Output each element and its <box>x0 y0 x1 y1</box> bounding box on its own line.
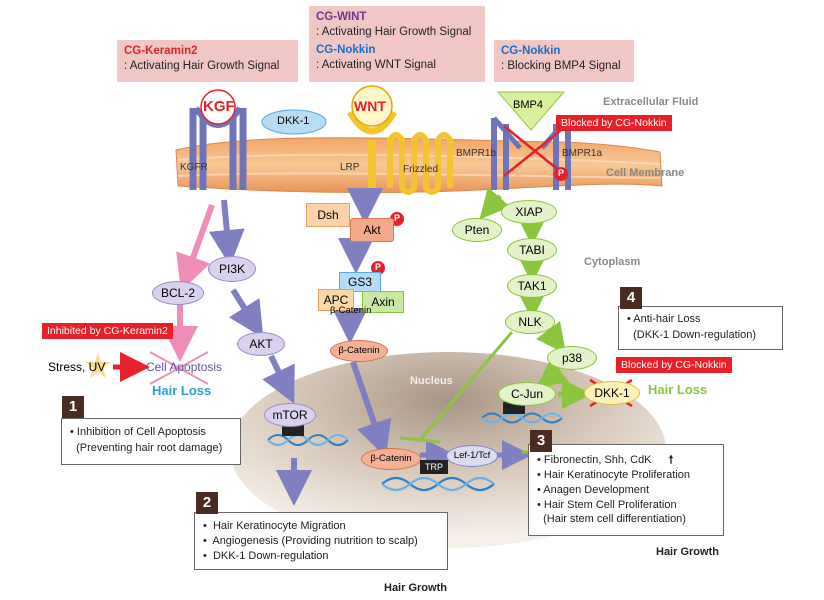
node-akt-p: Akt <box>350 218 394 242</box>
node-lef-tcf: Lef-1/Tcf <box>446 445 498 467</box>
frizzled-receptor <box>387 132 453 195</box>
node-akt: AKT <box>237 332 285 356</box>
badge-1: 1 <box>62 396 84 418</box>
bmpr1b-label: BMPR1b <box>456 148 497 159</box>
phospho-marker <box>371 261 385 275</box>
up-arrow-icon: 🠕 <box>668 454 674 466</box>
node-tak1: TAK1 <box>507 274 557 298</box>
bmp4-label: BMP4 <box>513 99 543 111</box>
cell-apoptosis-label: Cell Apoptosis <box>146 360 223 374</box>
node-apc: APC <box>318 289 354 311</box>
node-cjun: C-Jun <box>498 382 556 406</box>
badge-2: 2 <box>196 492 218 514</box>
inhibited-label-keramin: Inhibited by CG-Keramin2 <box>42 323 173 339</box>
callout-wint-nokkin: CG-WINT : Activating Hair Growth Signal … <box>309 6 485 82</box>
info-box-4: • Anti-hair Loss (DKK-1 Down-regulation) <box>618 306 783 350</box>
phospho-label: P <box>375 262 382 272</box>
hair-growth-mid: Hair Growth <box>384 582 447 594</box>
badge-3: 3 <box>530 430 552 452</box>
region-membrane: Cell Membrane <box>606 167 685 179</box>
kgf-label: KGF <box>203 98 235 115</box>
node-gs3: GS3 <box>339 272 381 292</box>
info-box-3: • Fibronectin, Shh, CdK 🠕 • Hair Keratin… <box>528 444 724 536</box>
phospho-marker <box>554 167 568 181</box>
node-bcl2: BCL-2 <box>152 281 204 305</box>
node-pten: Pten <box>452 218 502 242</box>
kgfr-label: KGFR <box>180 162 208 173</box>
node-bcatenin-complex: β-Catenin <box>330 305 372 316</box>
node-p38: p38 <box>547 346 597 370</box>
dna-helix <box>381 476 495 492</box>
phospho-label: P <box>558 168 565 178</box>
node-mtor: mTOR <box>264 403 316 427</box>
bmp4-ligand <box>496 91 566 131</box>
block-x-bmp4 <box>503 125 567 177</box>
wnt-ligand <box>351 85 393 127</box>
wnt-label: WNT <box>354 98 386 114</box>
kgf-ligand <box>200 89 236 125</box>
node-axin: Axin <box>362 291 404 313</box>
dkk1-ligand <box>261 109 327 135</box>
node-trp: TRP <box>420 460 448 474</box>
lrp-label: LRP <box>340 162 360 173</box>
phospho-label: P <box>394 213 401 223</box>
info-box-1: • Inhibition of Cell Apoptosis (Preventi… <box>61 418 241 465</box>
dna-helix <box>481 412 563 424</box>
bmpr1a-label: BMPR1a <box>562 148 603 159</box>
region-extracellular: Extracellular Fluid <box>603 96 699 108</box>
lrp-receptor <box>346 110 398 135</box>
node-tabi: TABI <box>507 238 557 262</box>
node-bcatenin: β-Catenin <box>330 340 388 362</box>
node-nlk: NLK <box>505 310 555 334</box>
block-x-apoptosis <box>149 351 209 385</box>
node-bcatenin-nucleus: β-Catenin <box>361 448 421 470</box>
kgf-receptor <box>189 106 247 190</box>
node-dsh: Dsh <box>306 203 350 227</box>
badge-4: 4 <box>620 287 642 309</box>
mtor-dna-block <box>282 424 304 436</box>
callout-nokkin-bmp4: CG-Nokkin : Blocking BMP4 Signal <box>494 40 634 82</box>
node-pi3k: PI3K <box>208 256 256 282</box>
dkk1-label: DKK-1 <box>277 115 310 127</box>
frizzled-label: Frizzled <box>403 164 439 175</box>
node-xiap: XIAP <box>501 200 557 224</box>
stress-uv-label: Stress, UV <box>48 360 106 374</box>
blocked-label-dkk1: Blocked by CG-Nokkin <box>616 357 732 373</box>
callout-keramin2: CG-Keramin2 : Activating Hair Growth Sig… <box>117 40 298 82</box>
hair-growth-right: Hair Growth <box>656 546 719 558</box>
cell-membrane <box>175 137 663 194</box>
info-box-2: • Hair Keratinocyte Migration • Angiogen… <box>194 512 448 570</box>
hair-loss-left: Hair Loss <box>152 383 212 398</box>
region-cytoplasm: Cytoplasm <box>584 256 641 268</box>
blocked-label-bmp4: Blocked by CG-Nokkin <box>556 115 672 131</box>
node-dkk1-target: DKK-1 <box>584 381 640 405</box>
hair-loss-right: Hair Loss <box>648 382 708 397</box>
region-nucleus: Nucleus <box>410 375 453 387</box>
stress-star-icon <box>85 352 111 378</box>
